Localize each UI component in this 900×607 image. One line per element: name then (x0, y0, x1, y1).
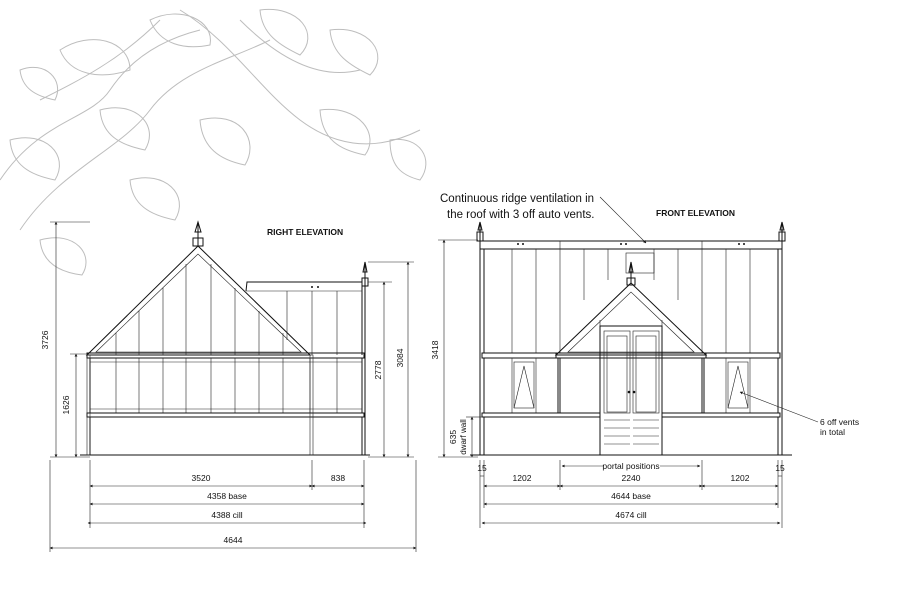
right-width-ext-label: 838 (331, 473, 345, 483)
right-height-total-label: 3726 (40, 330, 50, 349)
front-end-right-label: 15 (775, 463, 785, 473)
right-width-main-label: 3520 (192, 473, 211, 483)
right-elevation-horizontal-dims (49, 460, 417, 552)
front-elevation-drawing (470, 221, 792, 456)
ridge-note-leader (599, 196, 647, 244)
right-height-ext-label: 2778 (373, 360, 383, 379)
right-elevation-vertical-dims (50, 221, 414, 458)
portal-label-bg (604, 461, 660, 471)
front-elevation-horizontal-dims (479, 460, 783, 528)
right-base-label: 4358 base (207, 491, 247, 501)
front-bay-left-label: 1202 (513, 473, 532, 483)
portal-positions-label: portal positions (602, 461, 659, 471)
right-height-ext-total-label: 3084 (395, 348, 405, 367)
leaf-watermark-decoration (0, 8, 427, 276)
front-elevation-vertical-dims (438, 239, 482, 458)
front-elevation-title: FRONT ELEVATION (656, 208, 735, 218)
right-elevation-drawing (80, 220, 370, 456)
front-dwarf-height-label: 635 (448, 430, 458, 444)
front-base-label: 4644 base (611, 491, 651, 501)
front-end-left-label: 15 (477, 463, 487, 473)
ridge-note-line2: the roof with 3 off auto vents. (447, 209, 594, 221)
right-elevation-title: RIGHT ELEVATION (267, 227, 343, 237)
right-height-eaves-label: 1626 (61, 395, 71, 414)
front-cill-label: 4674 cill (615, 510, 646, 520)
front-door-bay-label: 2240 (622, 473, 641, 483)
vents-note-leader (739, 391, 819, 423)
front-dwarf-wall-label: dwarf wall (459, 419, 468, 455)
front-bay-right-label: 1202 (731, 473, 750, 483)
right-cill-label: 4388 cill (211, 510, 242, 520)
ridge-note-line1: Continuous ridge ventilation in (440, 193, 594, 205)
front-height-total-label: 3418 (430, 340, 440, 359)
right-overall-label: 4644 (224, 535, 243, 545)
vents-note-line1: 6 off vents (820, 417, 859, 427)
vents-note-line2: in total (820, 427, 845, 437)
